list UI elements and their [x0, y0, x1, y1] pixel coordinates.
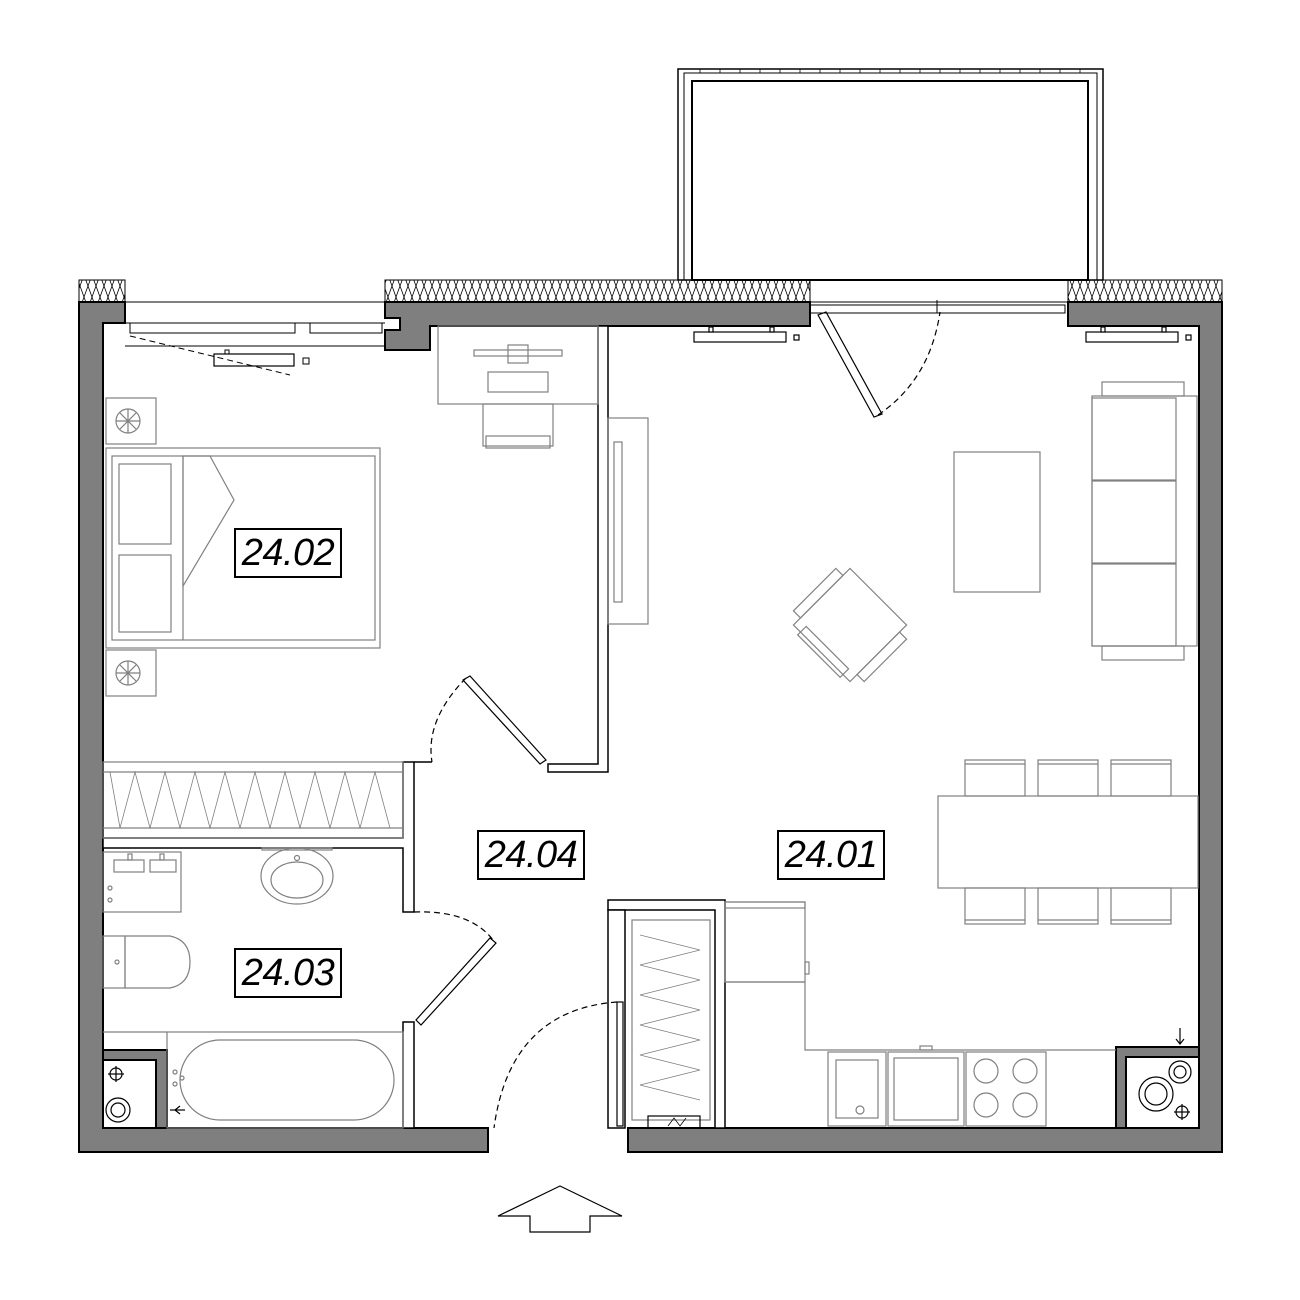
exterior-walls: [78, 301, 1223, 1153]
room-label-living-kitchen: 24.01: [777, 830, 885, 880]
interior-doors: [413, 675, 624, 1129]
bedroom-window: [125, 301, 385, 376]
entrance-arrow-icon: [497, 1185, 623, 1233]
room-label-hallway: 24.04: [477, 830, 585, 880]
water-riser-icon: [105, 1028, 1192, 1123]
balcony-door: [809, 300, 1068, 418]
room-label-bathroom: 24.03: [234, 948, 342, 998]
furniture: [102, 325, 1199, 1129]
radiators: [693, 326, 1192, 343]
balcony: [677, 68, 1104, 281]
facade-insulation: [78, 279, 1223, 303]
room-label-bedroom: 24.02: [234, 528, 342, 578]
